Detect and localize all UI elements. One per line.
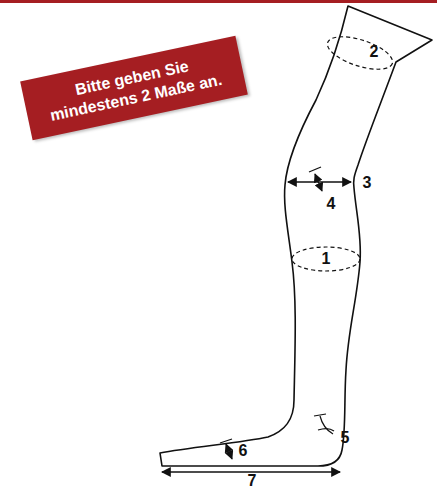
knee-length-mark [309,167,322,191]
callout-number: 3 [363,174,372,192]
ankle-mark [314,414,334,434]
callout-number: 7 [248,472,257,490]
thigh-girth [324,30,397,76]
calf-girth [292,247,360,271]
notice-banner: Bitte geben Sie mindestens 2 Maße an. [20,36,248,140]
knee-width-arrow [288,181,351,182]
callout-number: 4 [327,195,336,213]
top-rule [0,0,437,3]
instep-mark [220,439,232,459]
callout-number: 6 [239,442,248,460]
notice-text: Bitte geben Sie mindestens 2 Maße an. [36,48,232,127]
callout-number: 1 [322,250,331,268]
callout-number: 2 [370,43,379,61]
callout-number: 5 [341,429,350,447]
